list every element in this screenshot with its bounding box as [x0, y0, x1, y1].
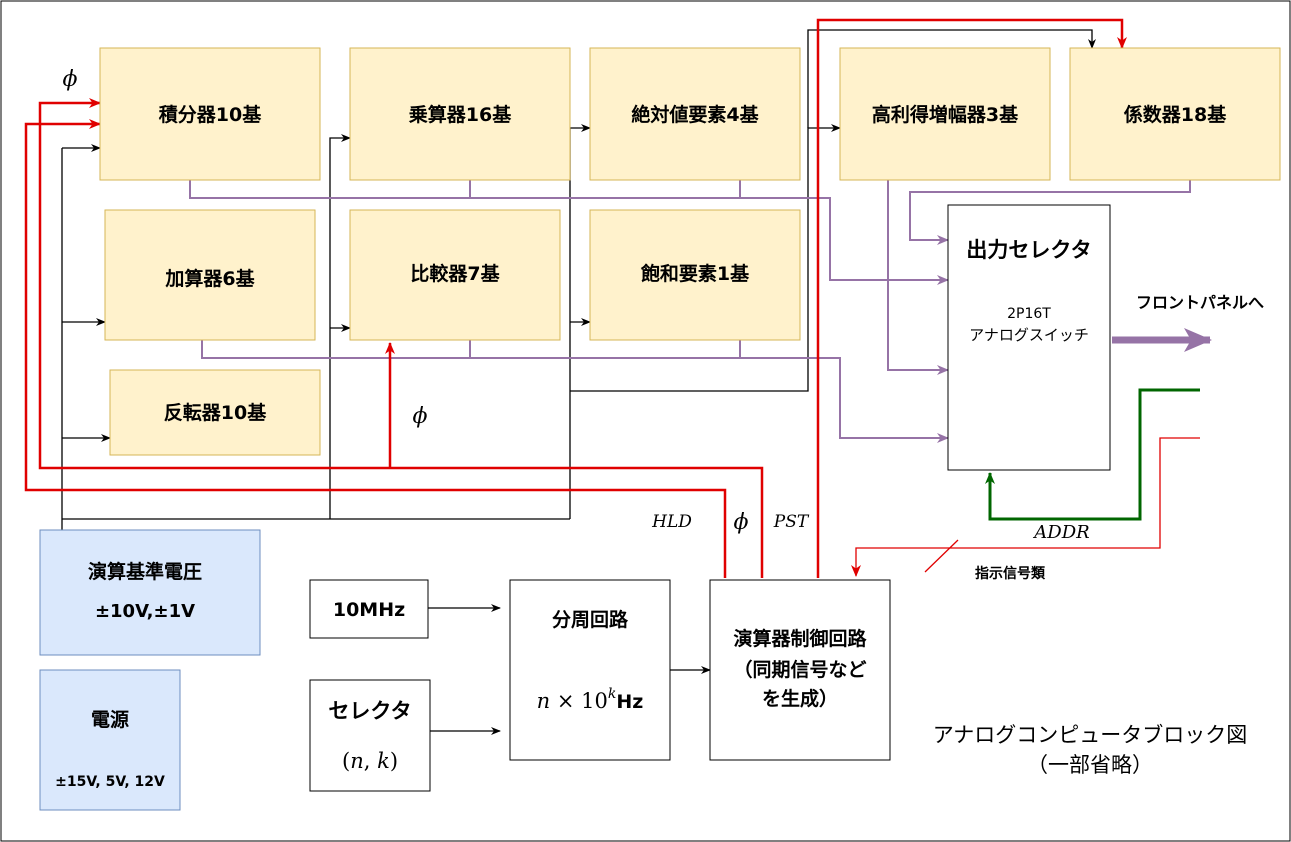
block-absolute-value: 絶対値要素4基: [589, 47, 801, 181]
block-label: 乗算器16基: [409, 103, 512, 126]
frequency-divider-block: 分周回路 n × 10kHz: [509, 579, 671, 761]
control-signal-wiring: [24, 18, 1127, 578]
pst-label: PST: [773, 512, 810, 532]
phi-label-comparator: ϕ: [413, 404, 428, 429]
power-supply-value: ±15V, 5V, 12V: [55, 774, 165, 790]
block-inverter: 反転器10基: [109, 369, 321, 456]
output-selector: 出力セレクタ 2P16T アナログスイッチ: [947, 204, 1111, 471]
divider-formula: n × 10kHz: [537, 686, 644, 713]
block-label: 係数器18基: [1124, 103, 1227, 126]
controller-line-3: を生成）: [762, 687, 838, 710]
block-coefficient: 係数器18基: [1069, 47, 1281, 181]
block-comparator: 比較器7基: [349, 209, 561, 341]
selector-block: セレクタ (n, k): [309, 679, 431, 792]
power-supply-title: 電源: [91, 708, 129, 731]
controller-line-1: 演算器制御回路: [733, 627, 867, 650]
hld-label: HLD: [651, 512, 692, 532]
addr-label: ADDR: [1032, 522, 1089, 543]
block-label: 絶対値要素4基: [631, 103, 759, 126]
block-multiplier: 乗算器16基: [349, 47, 571, 181]
controller-block: 演算器制御回路 （同期信号など を生成）: [709, 579, 891, 761]
divider-title: 分周回路: [552, 608, 629, 631]
reference-voltage-wiring: [61, 29, 1096, 735]
instruction-signal-wiring: [851, 437, 1200, 577]
front-panel-label: フロントパネルへ: [1136, 293, 1264, 312]
oscillator-label: 10MHz: [333, 599, 405, 621]
phi-label-integrator: ϕ: [63, 67, 78, 92]
block-saturation: 飽和要素1基: [589, 209, 801, 341]
output-selection-wiring: [189, 180, 1191, 443]
reference-voltage-block: 演算基準電圧 ±10V,±1V: [39, 529, 261, 656]
phi-label-controller: ϕ: [734, 510, 749, 535]
selector-params: (n, k): [342, 749, 398, 773]
oscillator-block: 10MHz: [309, 579, 429, 639]
block-label: 高利得増幅器3基: [872, 103, 1019, 126]
block-label: 反転器10基: [164, 401, 267, 424]
block-label: 加算器6基: [164, 267, 255, 290]
block-adder: 加算器6基: [104, 209, 316, 341]
block-high-gain-amplifier: 高利得増幅器3基: [839, 47, 1051, 181]
block-integrator: 積分器10基: [99, 47, 321, 181]
output-selector-desc: アナログスイッチ: [969, 326, 1089, 344]
output-selector-model: 2P16T: [1007, 306, 1051, 322]
output-selector-title: 出力セレクタ: [966, 238, 1091, 262]
controller-line-2: （同期信号など: [733, 658, 866, 681]
block-label: 飽和要素1基: [640, 262, 750, 285]
reference-voltage-value: ±10V,±1V: [95, 601, 195, 622]
selector-title: セレクタ: [328, 699, 411, 723]
block-label: 積分器10基: [159, 103, 262, 126]
diagram-caption-line-2: （一部省略）: [1027, 753, 1153, 777]
addr-signal-wire: [985, 388, 1200, 521]
instruction-signals-label: 指示信号類: [975, 565, 1046, 582]
power-supply-block: 電源 ±15V, 5V, 12V: [39, 669, 181, 811]
block-label: 比較器7基: [410, 262, 500, 285]
diagram-caption-line-1: アナログコンピュータブロック図: [933, 723, 1248, 747]
reference-voltage-title: 演算基準電圧: [88, 560, 202, 583]
